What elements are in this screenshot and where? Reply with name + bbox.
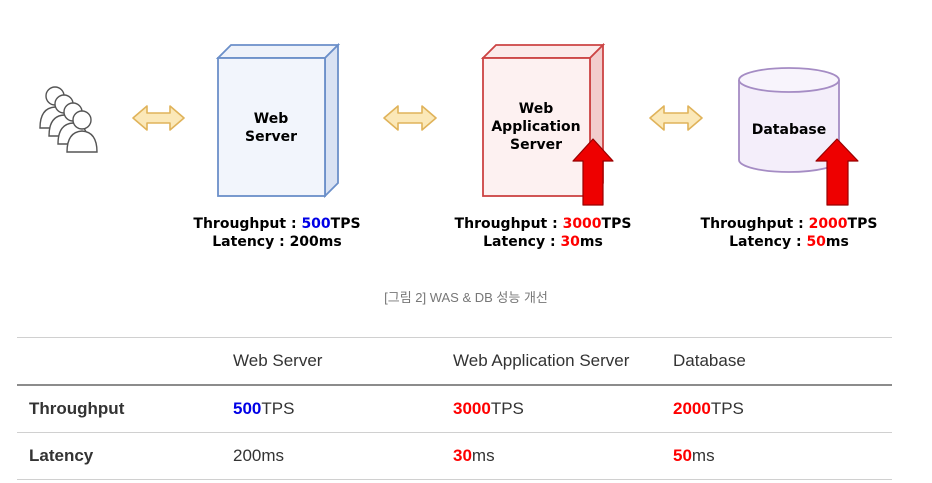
table-header-was: Web Application Server bbox=[452, 337, 672, 386]
web-server-throughput: Throughput : 500TPS bbox=[193, 216, 360, 232]
cell-value: 500 bbox=[233, 399, 262, 418]
table-header-row: Web Server Web Application Server Databa… bbox=[17, 337, 892, 386]
was-throughput: Throughput : 3000TPS bbox=[455, 216, 632, 232]
double-arrow-icon-2 bbox=[383, 105, 437, 131]
figure-caption: [그림 2] WAS & DB 성능 개선 bbox=[384, 290, 548, 305]
table-cell: 50ms bbox=[672, 432, 892, 480]
table-row: Latency 200ms 30ms 50ms bbox=[17, 432, 892, 480]
web-server-label-line2: Server bbox=[245, 129, 297, 145]
web-server-label-line1: Web bbox=[254, 111, 288, 127]
web-server-latency: Latency : 200ms bbox=[212, 234, 341, 250]
cell-unit: TPS bbox=[490, 399, 524, 418]
was-label-line2: Application bbox=[491, 119, 580, 135]
table-header-empty bbox=[17, 337, 232, 386]
was-box: Web Application Server bbox=[480, 42, 606, 199]
was-label-line1: Web bbox=[519, 101, 553, 117]
double-arrow-icon-1 bbox=[132, 105, 185, 131]
cell-unit: TPS bbox=[710, 399, 744, 418]
double-arrow-icon-3 bbox=[649, 105, 703, 131]
row-label-latency: Latency bbox=[17, 432, 232, 480]
table-header-web-server: Web Server bbox=[232, 337, 452, 386]
database-cylinder: Database bbox=[738, 67, 840, 173]
cell-unit: ms bbox=[471, 446, 495, 465]
was-latency: Latency : 30ms bbox=[483, 234, 603, 250]
table-cell: 2000TPS bbox=[672, 385, 892, 433]
table-cell: 30ms bbox=[452, 432, 672, 480]
cell-value: 30 bbox=[453, 446, 472, 465]
cell-value: 3000 bbox=[453, 399, 491, 418]
table-cell: 200ms bbox=[232, 432, 452, 480]
was-up-arrow-icon bbox=[572, 138, 614, 206]
table-cell: 3000TPS bbox=[452, 385, 672, 433]
row-label-throughput: Throughput bbox=[17, 385, 232, 433]
cell-unit: ms bbox=[691, 446, 715, 465]
was-label-line3: Server bbox=[510, 137, 562, 153]
comparison-table: Web Server Web Application Server Databa… bbox=[17, 337, 892, 480]
database-up-arrow-icon bbox=[815, 138, 859, 206]
users-icon bbox=[39, 86, 98, 153]
table-row: Throughput 500TPS 3000TPS 2000TPS bbox=[17, 385, 892, 433]
table-header-database: Database bbox=[672, 337, 892, 386]
cell-value: 2000 bbox=[673, 399, 711, 418]
database-label: Database bbox=[752, 122, 827, 138]
user-figure-4 bbox=[66, 110, 98, 153]
architecture-diagram: Web Server Web Application Server Databa… bbox=[39, 42, 878, 250]
cell-unit: TPS bbox=[261, 399, 295, 418]
web-server-box: Web Server bbox=[215, 42, 341, 199]
database-throughput: Throughput : 2000TPS bbox=[701, 216, 878, 232]
database-latency: Latency : 50ms bbox=[729, 234, 849, 250]
cell-unit: 200ms bbox=[233, 446, 285, 465]
cell-value: 50 bbox=[673, 446, 692, 465]
table-cell: 500TPS bbox=[232, 385, 452, 433]
